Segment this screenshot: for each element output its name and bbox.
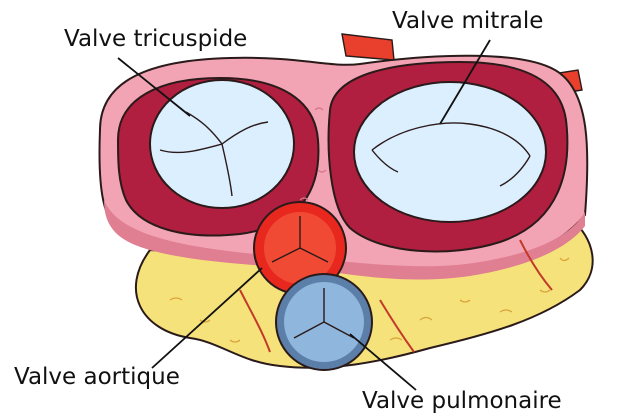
label-pulmonary: Valve pulmonaire: [362, 388, 562, 414]
mitral-valve: [354, 82, 546, 222]
label-mitral: Valve mitrale: [392, 8, 543, 34]
tricuspid-valve: [150, 80, 294, 208]
pulmonary-valve: [276, 274, 372, 370]
label-tricuspid: Valve tricuspide: [64, 26, 247, 52]
label-aortic: Valve aortique: [14, 364, 180, 390]
